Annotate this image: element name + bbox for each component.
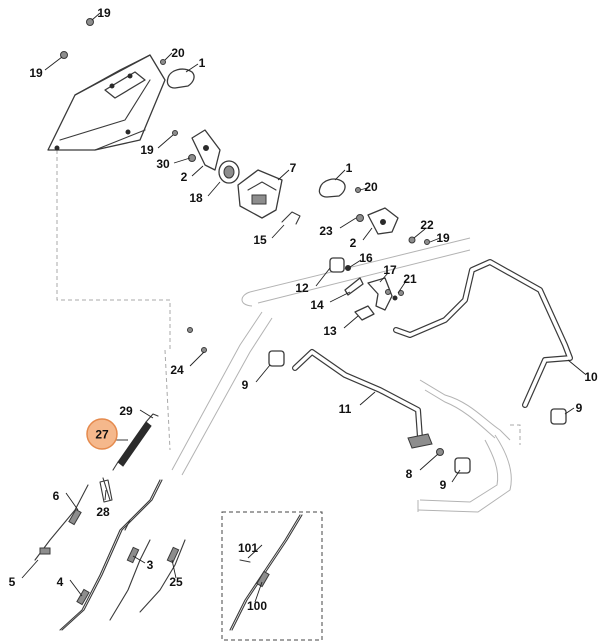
callout-24: 24 (170, 363, 184, 377)
callout-29: 29 (119, 404, 133, 418)
control-housing (47, 54, 166, 151)
screws (60, 18, 430, 353)
bowden-cables (34, 477, 186, 631)
callout-9: 9 (242, 378, 249, 392)
knob-lower (318, 178, 346, 198)
inset-box (221, 511, 323, 641)
callout-19: 19 (140, 143, 154, 157)
lever-right (356, 207, 416, 244)
callout-15: 15 (253, 233, 267, 247)
callout-22: 22 (420, 218, 434, 232)
callout-100: 100 (247, 599, 267, 613)
callout-25: 25 (169, 575, 183, 589)
callout-17: 17 (383, 263, 397, 277)
callout-7: 7 (290, 161, 297, 175)
callout-21: 21 (403, 272, 417, 286)
callout-2: 2 (350, 236, 357, 250)
callout-12: 12 (295, 281, 309, 295)
pulley (218, 160, 240, 184)
callout-2: 2 (181, 170, 188, 184)
highlight-label: 27 (95, 428, 109, 442)
leader-lines (21, 12, 586, 603)
callout-101: 101 (238, 541, 258, 555)
callout-10: 10 (584, 370, 598, 384)
callout-14: 14 (310, 298, 324, 312)
phantom-handle-frame (56, 150, 521, 513)
control-unit (237, 169, 283, 219)
callout-9: 9 (576, 401, 583, 415)
bushings (268, 350, 567, 474)
callout-19: 19 (97, 6, 111, 20)
callout-19: 19 (436, 231, 450, 245)
callout-20: 20 (171, 46, 185, 60)
callout-23: 23 (319, 224, 333, 238)
spring (112, 413, 159, 471)
callout-20: 20 (364, 180, 378, 194)
callout-6: 6 (53, 489, 60, 503)
callout-1: 1 (346, 161, 353, 175)
callout-18: 18 (189, 191, 203, 205)
callout-5: 5 (9, 575, 16, 589)
callout-16: 16 (359, 251, 373, 265)
callout-9: 9 (440, 478, 447, 492)
lever-left (188, 129, 221, 171)
handle-bar (393, 259, 573, 408)
callout-4: 4 (57, 575, 64, 589)
knob-upper (166, 68, 195, 89)
callout-8: 8 (406, 467, 413, 481)
callout-1: 1 (199, 56, 206, 70)
clip (281, 211, 301, 225)
cable-bar (292, 349, 433, 449)
callout-11: 11 (339, 402, 352, 416)
callout-19: 19 (29, 66, 43, 80)
callout-28: 28 (96, 505, 110, 519)
callout-30: 30 (156, 157, 170, 171)
callout-13: 13 (323, 324, 337, 338)
highlight-callout-27: 27 (86, 418, 118, 450)
callout-3: 3 (147, 558, 154, 572)
